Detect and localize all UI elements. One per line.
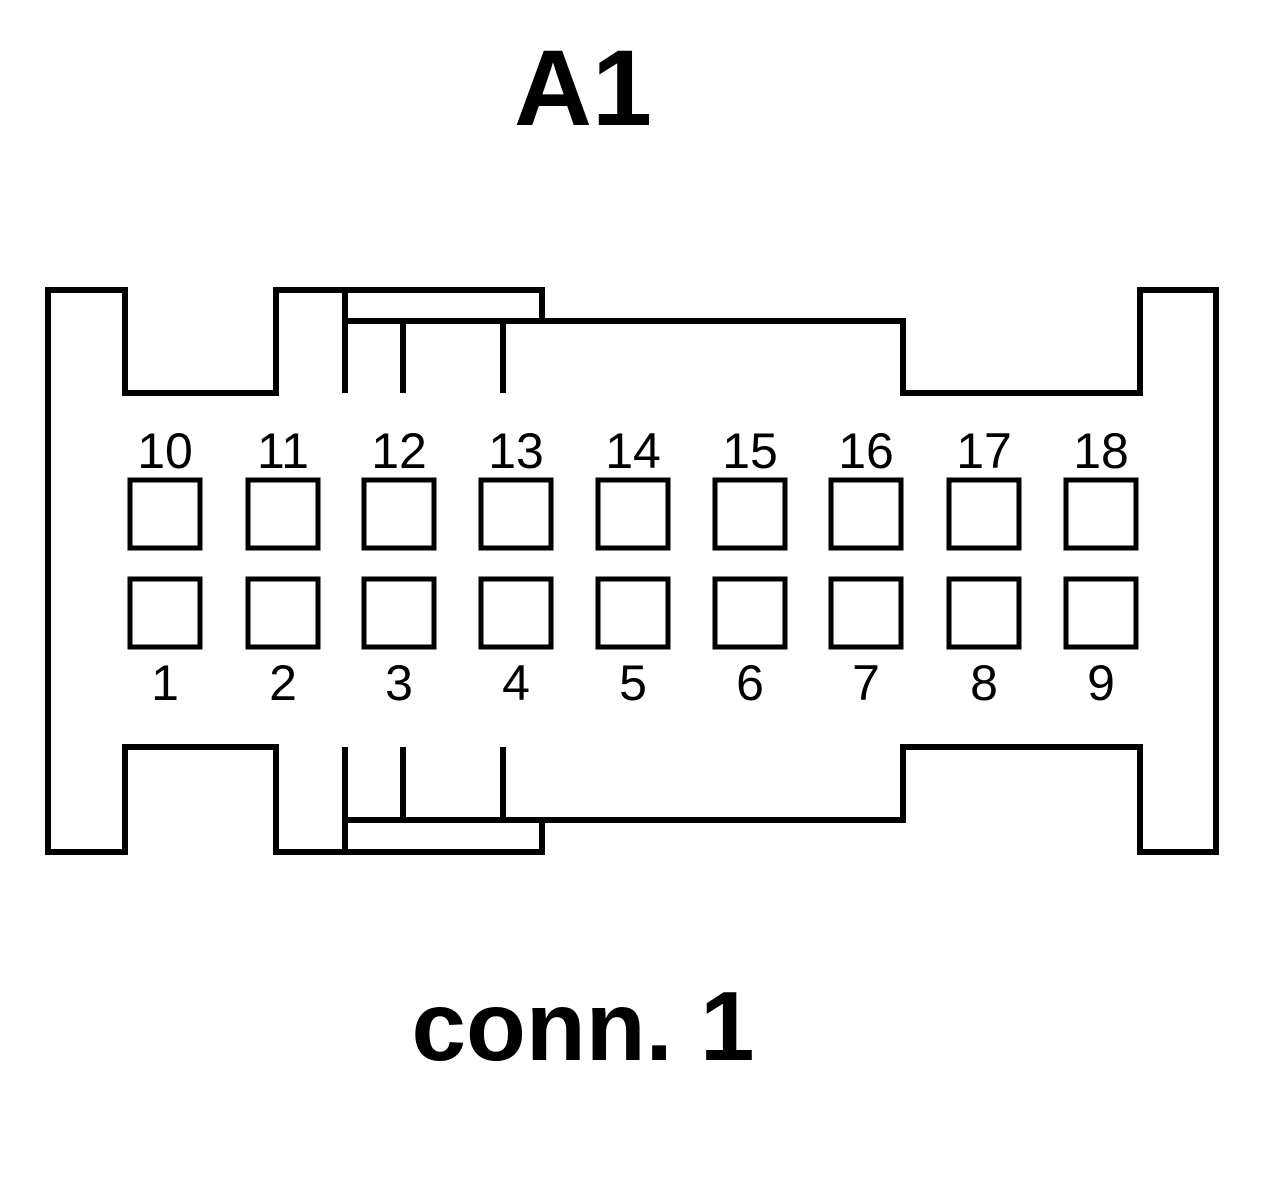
pin-cavity-4 [478, 576, 554, 650]
pin-number-3: 3 [385, 655, 413, 711]
connector-housing [45, 287, 1219, 855]
pin-number-5: 5 [619, 655, 647, 711]
pin-cavity-12 [361, 477, 437, 551]
pin-cavity-15 [712, 477, 788, 551]
pin-cavity-14 [595, 477, 671, 551]
pin-cavity-7 [828, 576, 904, 650]
pin-cavity-5 [595, 576, 671, 650]
pin-cavity-2 [245, 576, 321, 650]
pin-cavity-9 [1063, 576, 1139, 650]
pin-number-4: 4 [502, 655, 530, 711]
pin-cavity-10 [127, 477, 203, 551]
pin-cavity-17 [946, 477, 1022, 551]
pin-number-10: 10 [137, 423, 193, 479]
pin-number-7: 7 [852, 655, 880, 711]
pin-number-12: 12 [371, 423, 427, 479]
pin-number-8: 8 [970, 655, 998, 711]
pin-cavity-13 [478, 477, 554, 551]
pin-number-6: 6 [736, 655, 764, 711]
pin-cavity-6 [712, 576, 788, 650]
top-latch [342, 290, 542, 393]
pin-number-9: 9 [1087, 655, 1115, 711]
pin-number-15: 15 [722, 423, 778, 479]
pin-cavity-11 [245, 477, 321, 551]
pin-number-2: 2 [269, 655, 297, 711]
connector-label: conn. 1 [411, 971, 754, 1081]
pin-cavity-18 [1063, 477, 1139, 551]
pin-number-1: 1 [151, 655, 179, 711]
pin-number-16: 16 [838, 423, 894, 479]
connector-title: A1 [514, 27, 652, 148]
pin-number-17: 17 [956, 423, 1012, 479]
pin-cavity-16 [828, 477, 904, 551]
bottom-latch [342, 747, 542, 852]
pin-cavity-1 [127, 576, 203, 650]
pin-number-14: 14 [605, 423, 661, 479]
pin-number-18: 18 [1073, 423, 1129, 479]
pin-number-11: 11 [257, 423, 309, 479]
pin-cavity-3 [361, 576, 437, 650]
pin-number-13: 13 [488, 423, 544, 479]
pin-cavity-8 [946, 576, 1022, 650]
